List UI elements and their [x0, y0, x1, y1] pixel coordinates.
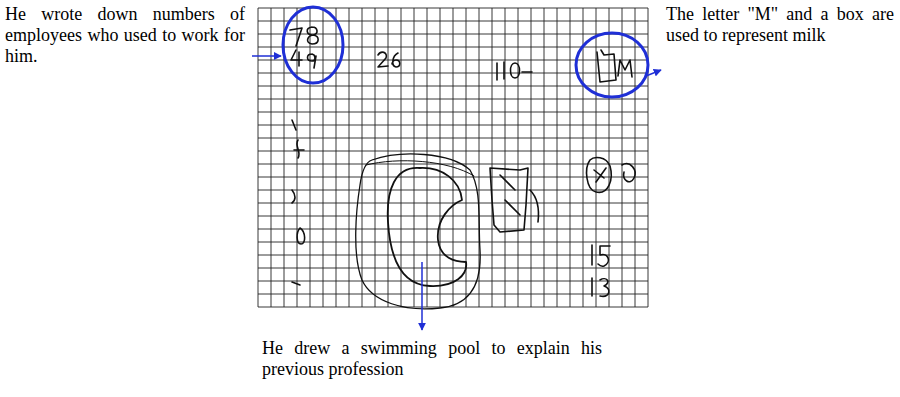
callouts: [252, 7, 661, 330]
grid-line: [297, 8, 298, 307]
grid-line: [258, 177, 648, 178]
annotation-note: The letter "M" and a box are used to rep…: [666, 4, 894, 46]
grid-line: [258, 86, 648, 87]
scribble: [622, 164, 635, 182]
grid-line: [258, 21, 648, 22]
highlight-ellipse: [576, 33, 648, 97]
grid-line: [479, 8, 480, 307]
grid-line: [570, 8, 571, 307]
grid-line: [258, 203, 648, 204]
grid-line: [258, 112, 648, 113]
milk-box: [597, 50, 616, 82]
handwritten-digit: [308, 54, 317, 68]
handwritten-digit: [290, 28, 302, 46]
grid-line: [258, 164, 648, 165]
handwritten-digit: [378, 52, 388, 67]
scribble: [292, 190, 295, 203]
grid-line: [258, 47, 648, 48]
grid-line: [531, 8, 532, 307]
grid-line: [414, 8, 415, 307]
annotation-note: He wrote down numbers of employees who u…: [5, 4, 245, 67]
annotation-note: He drew a swimming pool to explain his p…: [262, 338, 602, 380]
scribble: [297, 228, 305, 244]
grid-line: [258, 125, 648, 126]
grid-line: [258, 99, 648, 100]
grid-line: [401, 8, 402, 307]
grid-line: [427, 8, 428, 307]
grid-line: [635, 8, 636, 307]
grid-line: [622, 8, 623, 307]
grid-line: [336, 8, 337, 307]
grid-line: [271, 8, 272, 307]
grid-line: [310, 8, 311, 307]
grid-line: [258, 8, 259, 307]
leader-arrow: [646, 70, 661, 76]
grid-line: [258, 138, 648, 139]
grid-line: [258, 307, 648, 308]
grid-line: [258, 268, 648, 269]
handwritten-digit: [291, 50, 302, 66]
grid-line: [583, 8, 584, 307]
grid-line: [544, 8, 545, 307]
scribble: [530, 190, 538, 222]
grid-line: [492, 8, 493, 307]
grid-line: [258, 190, 648, 191]
handwriting: [290, 27, 635, 309]
highlight-ellipse: [283, 7, 343, 83]
grid-line: [648, 8, 649, 307]
handwritten-digit: [511, 63, 533, 78]
scribble: [587, 158, 612, 193]
grid-line: [258, 229, 648, 230]
pool-outline: [356, 154, 480, 309]
grid-line: [388, 8, 389, 307]
handwritten-digit: [592, 278, 609, 296]
leader-arrow: [421, 262, 423, 330]
grid-line: [557, 8, 558, 307]
scribble: [292, 282, 300, 285]
handwritten-digit: [307, 27, 318, 44]
grid-line: [258, 151, 648, 152]
grid-line: [258, 73, 648, 74]
grid-line: [323, 8, 324, 307]
grid-line: [258, 242, 648, 243]
grid-line: [258, 216, 648, 217]
handwritten-digit: [392, 53, 400, 67]
letter-m: [618, 60, 632, 77]
grid-paper: [258, 8, 648, 307]
grid-line: [258, 294, 648, 295]
grid-line: [453, 8, 454, 307]
grid-line: [505, 8, 506, 307]
grid-line: [258, 255, 648, 256]
leader-arrow: [252, 55, 281, 57]
pool-shape: [388, 168, 466, 286]
grid-line: [375, 8, 376, 307]
grid-line: [518, 8, 519, 307]
scribble: [292, 120, 304, 158]
handwritten-digit: [497, 62, 504, 80]
grid-line: [362, 8, 363, 307]
scribble: [490, 168, 528, 232]
grid-line: [258, 60, 648, 61]
grid-line: [440, 8, 441, 307]
grid-line: [349, 8, 350, 307]
handwritten-digit: [592, 245, 610, 266]
